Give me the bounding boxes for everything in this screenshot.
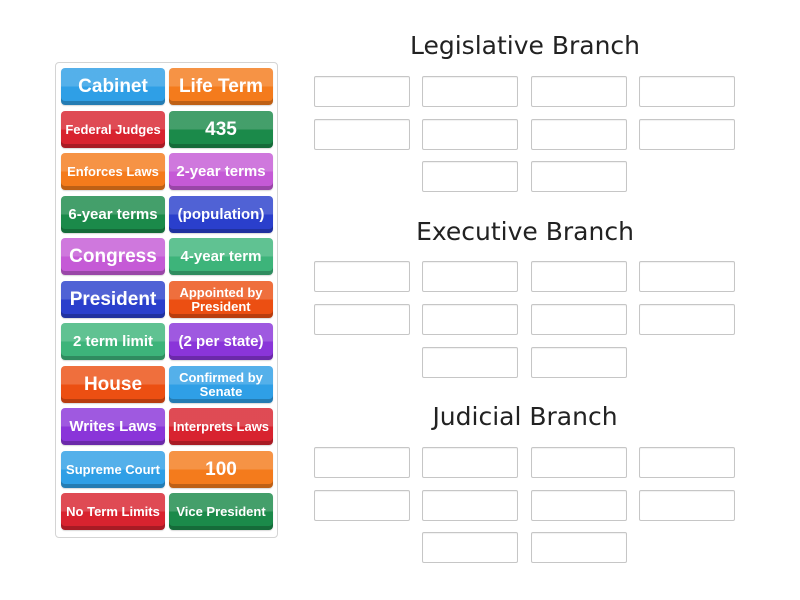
drop-slot[interactable] xyxy=(639,261,735,292)
tile-6-year-terms[interactable]: 6-year terms xyxy=(61,196,165,233)
drop-slot[interactable] xyxy=(639,304,735,335)
drop-slot[interactable] xyxy=(422,161,518,192)
drop-slot[interactable] xyxy=(314,447,410,478)
tile-population[interactable]: (population) xyxy=(169,196,273,233)
tile-2-per-state[interactable]: (2 per state) xyxy=(169,323,273,360)
drop-slot[interactable] xyxy=(314,119,410,150)
tile-writes-laws[interactable]: Writes Laws xyxy=(61,408,165,445)
drop-slot[interactable] xyxy=(531,532,627,563)
drop-slot[interactable] xyxy=(531,261,627,292)
drop-slot[interactable] xyxy=(531,347,627,378)
drop-slot[interactable] xyxy=(314,76,410,107)
drop-slot[interactable] xyxy=(422,304,518,335)
group-title-judicial: Judicial Branch xyxy=(432,402,618,431)
drop-slot[interactable] xyxy=(531,161,627,192)
drop-slot[interactable] xyxy=(422,532,518,563)
tile-2-term-limit[interactable]: 2 term limit xyxy=(61,323,165,360)
tile-vice-president[interactable]: Vice President xyxy=(169,493,273,530)
drop-slot[interactable] xyxy=(531,76,627,107)
tile-confirmed-by-senate[interactable]: Confirmed by Senate xyxy=(169,366,273,403)
drop-slot[interactable] xyxy=(639,490,735,521)
tile-supreme-court[interactable]: Supreme Court xyxy=(61,451,165,488)
drop-slot[interactable] xyxy=(422,119,518,150)
drop-slot[interactable] xyxy=(422,447,518,478)
tile-enforces-laws[interactable]: Enforces Laws xyxy=(61,153,165,190)
tile-no-term-limits[interactable]: No Term Limits xyxy=(61,493,165,530)
drop-slot[interactable] xyxy=(639,447,735,478)
tile-congress[interactable]: Congress xyxy=(61,238,165,275)
group-title-executive: Executive Branch xyxy=(416,217,634,246)
tile-interprets-laws[interactable]: Interprets Laws xyxy=(169,408,273,445)
tile-house[interactable]: House xyxy=(61,366,165,403)
drop-slot[interactable] xyxy=(314,304,410,335)
tile-life-term[interactable]: Life Term xyxy=(169,68,273,105)
group-title-legislative: Legislative Branch xyxy=(409,31,641,60)
drop-slot[interactable] xyxy=(531,490,627,521)
tile-435[interactable]: 435 xyxy=(169,111,273,148)
drop-slot[interactable] xyxy=(531,447,627,478)
drop-slot[interactable] xyxy=(531,304,627,335)
drop-slot[interactable] xyxy=(422,490,518,521)
tile-federal-judges[interactable]: Federal Judges xyxy=(61,111,165,148)
drop-slot[interactable] xyxy=(531,119,627,150)
drop-slot[interactable] xyxy=(422,261,518,292)
tile-4-year-term[interactable]: 4-year term xyxy=(169,238,273,275)
tile-cabinet[interactable]: Cabinet xyxy=(61,68,165,105)
drop-slot[interactable] xyxy=(314,490,410,521)
tile-100[interactable]: 100 xyxy=(169,451,273,488)
drop-slot[interactable] xyxy=(639,119,735,150)
tile-bank: Cabinet Life Term Federal Judges 435 Enf… xyxy=(55,62,278,538)
drop-slot[interactable] xyxy=(314,261,410,292)
drop-slot[interactable] xyxy=(422,76,518,107)
drop-slot[interactable] xyxy=(639,76,735,107)
tile-2-year-terms[interactable]: 2-year terms xyxy=(169,153,273,190)
tile-president[interactable]: President xyxy=(61,281,165,318)
drop-slot[interactable] xyxy=(422,347,518,378)
tile-appointed-by-president[interactable]: Appointed by President xyxy=(169,281,273,318)
